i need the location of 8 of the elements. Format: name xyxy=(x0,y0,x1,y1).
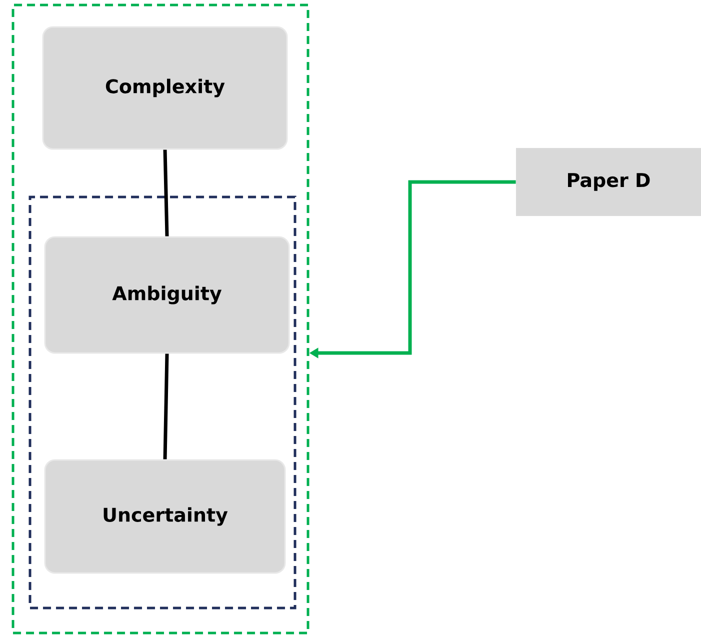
connector-line xyxy=(163,150,169,236)
process-box: Ambiguity xyxy=(44,236,290,354)
label-box: Paper D xyxy=(516,148,701,216)
process-box: Uncertainty xyxy=(44,459,286,574)
dashed-frame xyxy=(28,196,296,610)
dashed-frame xyxy=(12,4,310,634)
connector-line xyxy=(163,354,169,460)
process-box: Complexity xyxy=(42,26,288,150)
